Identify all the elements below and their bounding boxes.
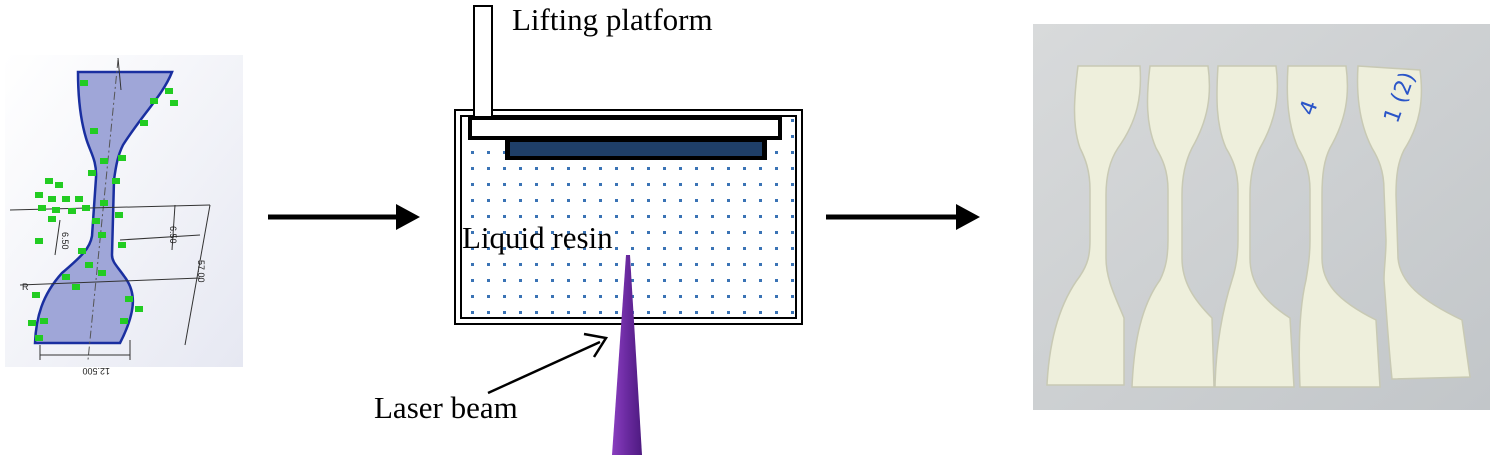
cad-dimension-labels: 6.50 6.50 57.00 12.500 R bbox=[22, 226, 206, 376]
dim-label-4: 12.500 bbox=[82, 366, 110, 376]
specimen-4 bbox=[1286, 65, 1381, 388]
label-lifting-platform: Lifting platform bbox=[512, 2, 713, 37]
sla-apparatus: Lifting platform Liquid resin Laser beam bbox=[374, 2, 803, 455]
label-liquid-resin: Liquid resin bbox=[462, 220, 613, 255]
specimen-2 bbox=[1131, 65, 1215, 388]
laser-pointer-arrowhead bbox=[583, 332, 609, 358]
specimen-1 bbox=[1046, 65, 1142, 386]
laser-pointer-line bbox=[487, 340, 601, 395]
specimen-3 bbox=[1214, 65, 1295, 388]
printed-part bbox=[510, 142, 762, 156]
specimen-photo: 4 1 (2) bbox=[1033, 24, 1490, 410]
dim-label-5: R bbox=[22, 282, 29, 292]
cad-centerline bbox=[87, 59, 119, 361]
dim-label-2: 6.50 bbox=[60, 232, 70, 250]
lifting-platform-plate bbox=[468, 116, 782, 140]
dim-label-3: 57.00 bbox=[196, 260, 206, 283]
label-laser-beam: Laser beam bbox=[374, 390, 518, 425]
cad-constraint-tags bbox=[28, 80, 178, 341]
process-arrow-1 bbox=[268, 204, 420, 230]
process-arrow-2 bbox=[826, 204, 980, 230]
dim-label-1: 6.50 bbox=[168, 226, 178, 244]
printed-specimens bbox=[1046, 65, 1471, 388]
specimen-5 bbox=[1356, 65, 1471, 380]
laser-beam bbox=[612, 255, 642, 455]
cad-drawing: 6.50 6.50 57.00 12.500 R bbox=[5, 55, 243, 376]
